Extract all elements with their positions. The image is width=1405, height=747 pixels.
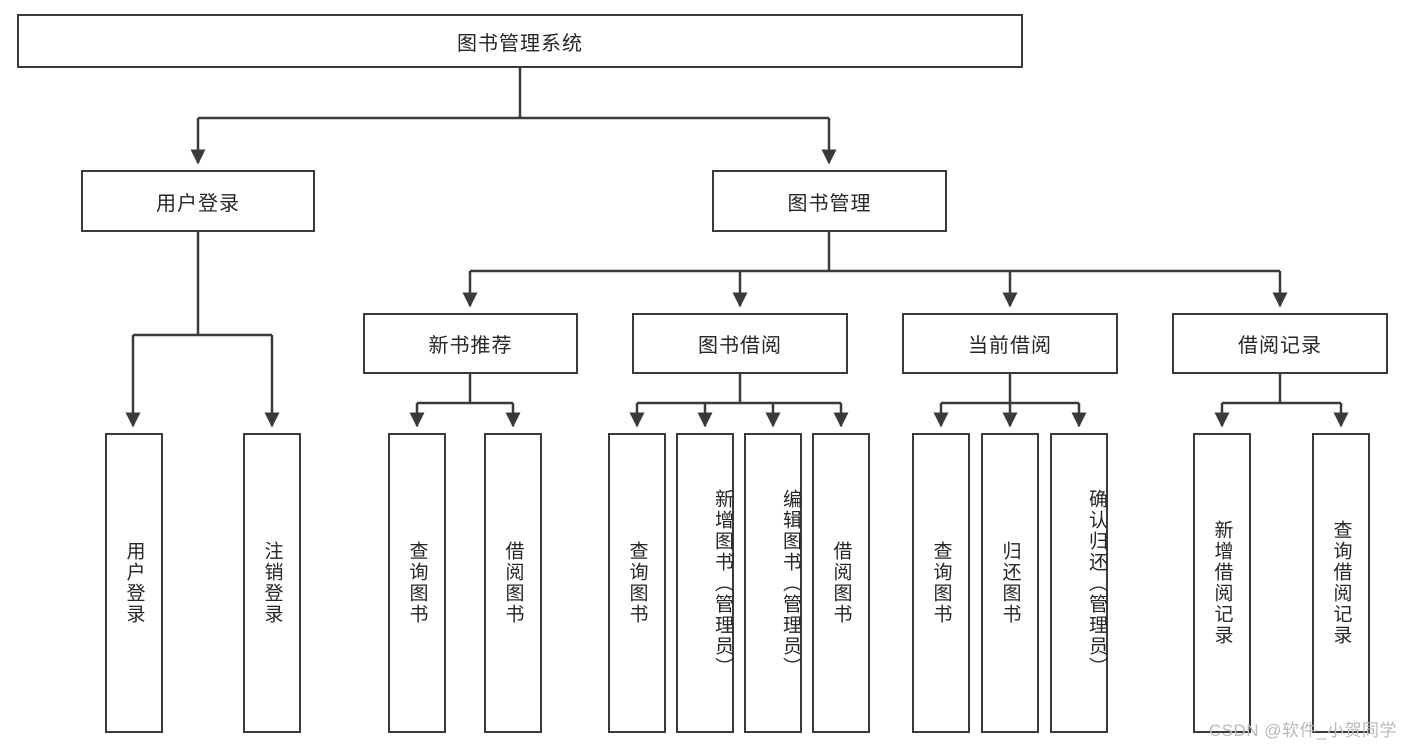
node-root-system[interactable]: 图书管理系统 [17, 14, 1023, 68]
leaf-book-borrow-edit[interactable]: 编辑图书（管理员） [744, 433, 802, 733]
leaf-book-borrow-add[interactable]: 新增图书（管理员） [676, 433, 734, 733]
node-user-login[interactable]: 用户登录 [81, 170, 315, 232]
node-borrow-record[interactable]: 借阅记录 [1172, 313, 1388, 374]
leaf-borrow-record-query[interactable]: 查询借阅记录 [1312, 433, 1370, 733]
leaf-book-borrow-borrow[interactable]: 借阅图书 [812, 433, 870, 733]
leaf-user-login-logout[interactable]: 注销登录 [243, 433, 301, 733]
watermark-text: CSDN @软件_小贺同学 [1208, 721, 1397, 740]
node-current-borrow[interactable]: 当前借阅 [902, 313, 1118, 374]
leaf-borrow-record-add[interactable]: 新增借阅记录 [1193, 433, 1251, 733]
node-book-management[interactable]: 图书管理 [712, 170, 947, 232]
node-book-borrow[interactable]: 图书借阅 [632, 313, 848, 374]
leaf-current-borrow-query[interactable]: 查询图书 [912, 433, 970, 733]
leaf-new-book-query[interactable]: 查询图书 [388, 433, 446, 733]
leaf-book-borrow-query[interactable]: 查询图书 [608, 433, 666, 733]
leaf-user-login-login[interactable]: 用户登录 [105, 433, 163, 733]
node-new-book-recommend[interactable]: 新书推荐 [363, 313, 578, 374]
leaf-current-borrow-return[interactable]: 归还图书 [981, 433, 1039, 733]
leaf-current-borrow-confirm[interactable]: 确认归还（管理员） [1050, 433, 1108, 733]
leaf-new-book-borrow[interactable]: 借阅图书 [484, 433, 542, 733]
